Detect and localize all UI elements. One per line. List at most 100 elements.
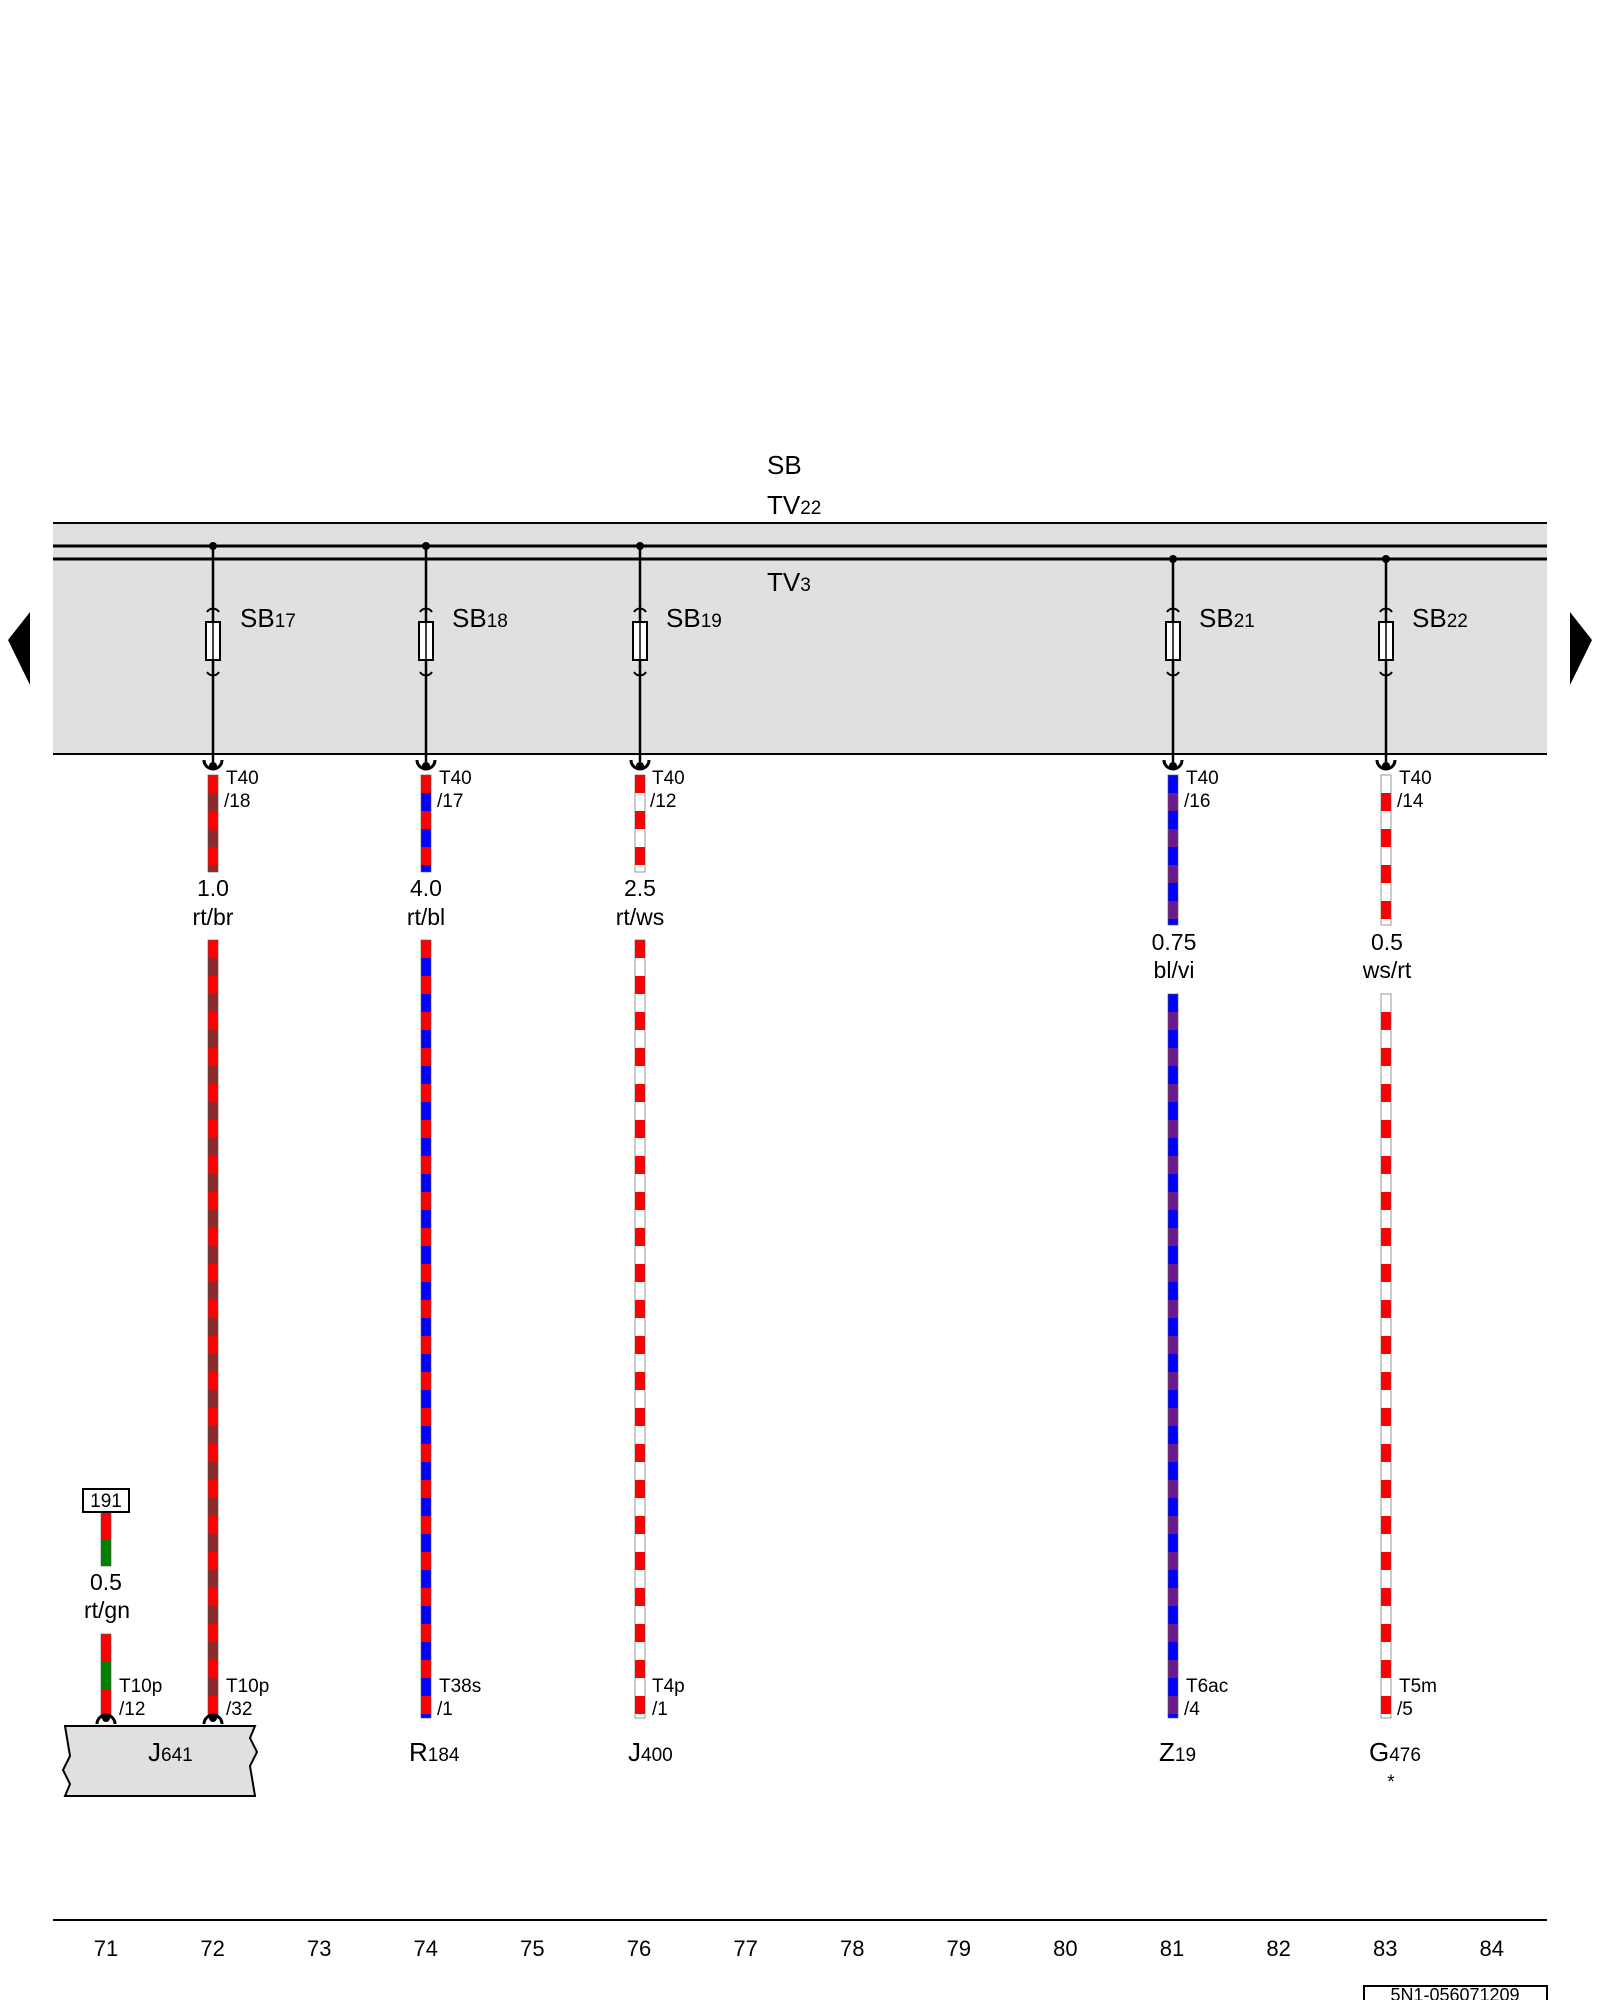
component-z19[interactable]: Z19	[1159, 1737, 1196, 1767]
wire-stripe-segment	[101, 1662, 111, 1690]
fuse-sb18[interactable]: SB18	[452, 603, 508, 633]
wire-stripe-segment	[208, 1120, 218, 1138]
bottom-connector-label: T6ac/4	[1184, 1676, 1228, 1720]
wire-rt-ws[interactable]: T40/12 2.5 rt/ws T4p/1 J400	[616, 768, 685, 1767]
wire-stripe-segment	[208, 1228, 218, 1246]
wire-stripe-segment	[1168, 1300, 1178, 1318]
wire-stripe-segment	[635, 1498, 645, 1516]
top-connector-label: T40/14	[1397, 768, 1432, 812]
connector-dot	[422, 762, 430, 770]
wire-stripe-segment	[635, 1282, 645, 1300]
wire-stripe-segment	[1168, 1156, 1178, 1174]
wire-color-code: bl/vi	[1154, 957, 1195, 983]
wire-stripe-segment	[635, 1318, 645, 1336]
wire-stripe-segment	[208, 1048, 218, 1066]
wire-stripe-segment	[1381, 865, 1391, 883]
fuse-symbols	[95, 542, 1397, 1725]
wire-stripe-segment	[635, 976, 645, 994]
wire-stripe-segment	[635, 1120, 645, 1138]
wire-segments	[100, 774, 1392, 1719]
next-page-arrow-icon[interactable]	[1570, 612, 1592, 685]
wire-stripe-segment	[1381, 793, 1391, 811]
wire-stripe-segment	[635, 1138, 645, 1156]
wire-stripe-segment	[1168, 1084, 1178, 1102]
scale-number: 71	[94, 1936, 118, 1961]
wire-stripe-segment	[1381, 1192, 1391, 1210]
wire-stripe-segment	[635, 1516, 645, 1534]
wire-stripe-segment	[1381, 829, 1391, 847]
wire-stripe-segment	[421, 1462, 431, 1480]
connector-dot	[1382, 762, 1390, 770]
wire-stripe-segment	[208, 775, 218, 793]
component-r184[interactable]: R184	[409, 1737, 460, 1767]
wire-stripe-segment	[1168, 1174, 1178, 1192]
wire-outline	[207, 774, 219, 873]
wire-color-code: rt/bl	[407, 904, 445, 930]
fuse-terminal-icon	[1379, 607, 1393, 613]
fuse-sb19[interactable]: SB19	[666, 603, 722, 633]
wire-stripe-segment	[635, 1228, 645, 1246]
wire-stripe-segment	[208, 1408, 218, 1426]
wire-stripe-segment	[208, 865, 218, 872]
wire-stripe-segment	[1168, 1210, 1178, 1228]
wire-stripe-segment	[421, 1084, 431, 1102]
scale-number: 81	[1160, 1936, 1184, 1961]
fuse-label: SB19	[666, 603, 722, 633]
wire-stripe-segment	[208, 940, 218, 958]
wire-stripe-segment	[1168, 1138, 1178, 1156]
wire-stripe-segment	[421, 1336, 431, 1354]
wire-stripe-segment	[635, 1012, 645, 1030]
wire-color-code: rt/ws	[616, 904, 665, 930]
wire-stripe-segment	[1168, 1012, 1178, 1030]
wire-stripe-segment	[421, 1480, 431, 1498]
connector-dot	[102, 1714, 110, 1722]
fuse-label: SB18	[452, 603, 508, 633]
wire-stripe-segment	[208, 847, 218, 865]
wire-stripe-segment	[421, 1642, 431, 1660]
wire-stripe-segment	[208, 1444, 218, 1462]
fuse-sb22[interactable]: SB22	[1412, 603, 1468, 633]
wire-stripe-segment	[1381, 1318, 1391, 1336]
wire-gauge: 0.5	[90, 1569, 122, 1595]
wire-stripe-segment	[101, 1690, 111, 1718]
wire-stripe-segment	[1381, 1030, 1391, 1048]
wire-stripe-segment	[421, 1048, 431, 1066]
fuse-terminal-icon	[1379, 671, 1393, 677]
wire-stripe-segment	[1381, 1498, 1391, 1516]
fuse-sb21[interactable]: SB21	[1199, 603, 1255, 633]
wire-outline	[1167, 774, 1179, 926]
wire-stripe-segment	[421, 847, 431, 865]
wire-stripe-segment	[1168, 1048, 1178, 1066]
wire-bl-vi[interactable]: T40/16 0.75 bl/vi T6ac/4 Z19	[1152, 768, 1229, 1767]
wire-rt-bl[interactable]: T40/17 4.0 rt/bl T38s/1 R184	[407, 768, 481, 1767]
wire-stripe-segment	[208, 793, 218, 811]
fuse-sb17[interactable]: SB17	[240, 603, 296, 633]
component-g476[interactable]: G476	[1369, 1737, 1421, 1767]
wire-stripe-segment	[1381, 1372, 1391, 1390]
previous-page-arrow-icon[interactable]	[8, 612, 30, 685]
wire-stripe-segment	[208, 1264, 218, 1282]
wire-stripe-segment	[1381, 1210, 1391, 1228]
wire-ws-rt[interactable]: T40/14 0.5 ws/rt T5m/5 G476 *	[1362, 768, 1437, 1793]
reference-box[interactable]	[82, 1488, 130, 1513]
aux-wire-rt-gn[interactable]: 191 0.5 rt/gn T10p/12	[82, 1488, 162, 1720]
control-unit-j641[interactable]	[61, 1725, 259, 1797]
wire-stripe-segment	[635, 1624, 645, 1642]
wire-rt-br[interactable]: T40/18 1.0 rt/br T10p/32	[193, 768, 270, 1720]
wire-stripe-segment	[101, 1540, 111, 1566]
wire-gauge: 2.5	[624, 875, 656, 901]
wire-stripe-segment	[208, 1192, 218, 1210]
wire-stripe-segment	[421, 976, 431, 994]
wire-stripe-segment	[208, 1498, 218, 1516]
scale-number: 79	[947, 1936, 971, 1961]
component-j400[interactable]: J400	[628, 1737, 673, 1767]
scale-number: 77	[733, 1936, 757, 1961]
bottom-connector-label: T38s/1	[437, 1676, 481, 1720]
wire-stripe-segment	[421, 1264, 431, 1282]
wire-stripe-segment	[208, 1282, 218, 1300]
wire-stripe-segment	[1381, 1102, 1391, 1120]
wire-gauge: 0.75	[1152, 929, 1197, 955]
scale-number: 82	[1266, 1936, 1290, 1961]
wire-stripe-segment	[635, 1048, 645, 1066]
